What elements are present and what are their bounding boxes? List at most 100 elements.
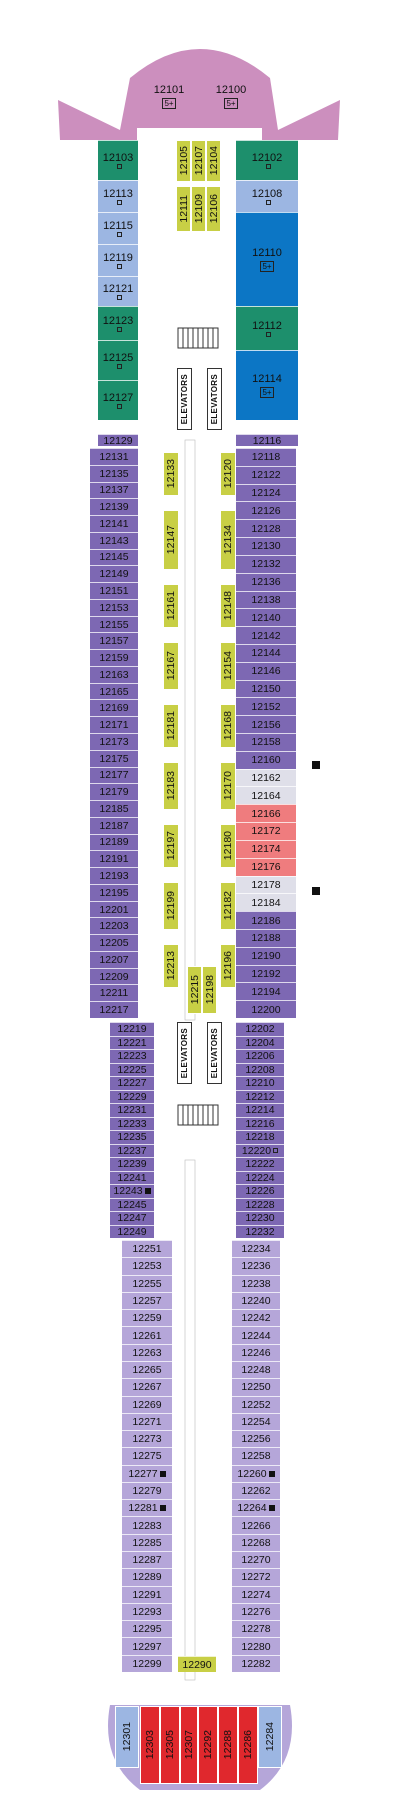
cabin-12103[interactable]: 12103 <box>98 140 138 180</box>
cabin-12118[interactable]: 12118 <box>236 448 296 466</box>
cabin-12145[interactable]: 12145 <box>90 548 138 566</box>
cabin-12253[interactable]: 12253 <box>122 1257 172 1275</box>
cabin-12281[interactable]: 12281 <box>122 1499 172 1517</box>
cabin-12208[interactable]: 12208 <box>236 1062 284 1076</box>
cabin-12182[interactable]: 12182 <box>220 882 236 930</box>
cabin-12173[interactable]: 12173 <box>90 733 138 750</box>
cabin-12106[interactable]: 12106 <box>206 186 221 232</box>
cabin-12225[interactable]: 12225 <box>110 1062 154 1076</box>
cabin-12268[interactable]: 12268 <box>232 1533 280 1552</box>
cabin-12138[interactable]: 12138 <box>236 590 296 609</box>
cabin-12236[interactable]: 12236 <box>232 1257 280 1275</box>
cabin-12243[interactable]: 12243 <box>110 1184 154 1198</box>
cabin-12226[interactable]: 12226 <box>236 1184 284 1198</box>
cabin-12209[interactable]: 12209 <box>90 967 138 985</box>
cabin-12231[interactable]: 12231 <box>110 1103 154 1117</box>
cabin-12227[interactable]: 12227 <box>110 1076 154 1090</box>
cabin-12135[interactable]: 12135 <box>90 464 138 482</box>
cabin-12156[interactable]: 12156 <box>236 715 296 733</box>
cabin-12127[interactable]: 12127 <box>98 380 138 420</box>
cabin-12217[interactable]: 12217 <box>90 1001 138 1018</box>
cabin-12279[interactable]: 12279 <box>122 1481 172 1500</box>
cabin-12288[interactable]: 12288 <box>218 1706 238 1784</box>
cabin-12246[interactable]: 12246 <box>232 1343 280 1361</box>
cabin-12207[interactable]: 12207 <box>90 950 138 968</box>
cabin-12307[interactable]: 12307 <box>180 1706 198 1784</box>
cabin-12284[interactable]: 12284 <box>258 1706 282 1768</box>
cabin-12112[interactable]: 12112 <box>236 306 298 350</box>
cabin-12107[interactable]: 12107 <box>191 140 206 182</box>
cabin-12104[interactable]: 12104 <box>206 140 221 182</box>
cabin-12125[interactable]: 12125 <box>98 340 138 380</box>
cabin-12143[interactable]: 12143 <box>90 531 138 549</box>
cabin-12278[interactable]: 12278 <box>232 1620 280 1638</box>
cabin-12124[interactable]: 12124 <box>236 483 296 502</box>
cabin-12152[interactable]: 12152 <box>236 697 296 716</box>
cabin-12280[interactable]: 12280 <box>232 1637 280 1655</box>
cabin-12214[interactable]: 12214 <box>236 1103 284 1117</box>
cabin-12276[interactable]: 12276 <box>232 1602 280 1621</box>
cabin-12203[interactable]: 12203 <box>90 917 138 935</box>
cabin-12175[interactable]: 12175 <box>90 749 138 767</box>
cabin-12130[interactable]: 12130 <box>236 537 296 555</box>
cabin-12100[interactable]: 12100 5+ <box>202 76 260 116</box>
cabin-12260[interactable]: 12260 <box>232 1464 280 1482</box>
cabin-12132[interactable]: 12132 <box>236 554 296 573</box>
cabin-12200[interactable]: 12200 <box>236 1000 296 1018</box>
cabin-12248[interactable]: 12248 <box>232 1360 280 1379</box>
cabin-12244[interactable]: 12244 <box>232 1326 280 1344</box>
cabin-12160[interactable]: 12160 <box>236 750 296 769</box>
cabin-12269[interactable]: 12269 <box>122 1395 172 1413</box>
cabin-12133[interactable]: 12133 <box>163 452 179 496</box>
cabin-12251[interactable]: 12251 <box>122 1240 172 1258</box>
cabin-12262[interactable]: 12262 <box>232 1481 280 1500</box>
cabin-12189[interactable]: 12189 <box>90 833 138 851</box>
cabin-12172[interactable]: 12172 <box>236 822 296 840</box>
cabin-12167[interactable]: 12167 <box>163 642 179 690</box>
cabin-12218[interactable]: 12218 <box>236 1130 284 1144</box>
cabin-12270[interactable]: 12270 <box>232 1551 280 1569</box>
cabin-12290[interactable]: 12290 <box>178 1656 216 1672</box>
cabin-12142[interactable]: 12142 <box>236 626 296 644</box>
cabin-12158[interactable]: 12158 <box>236 733 296 751</box>
cabin-12141[interactable]: 12141 <box>90 515 138 532</box>
cabin-12185[interactable]: 12185 <box>90 800 138 817</box>
cabin-12171[interactable]: 12171 <box>90 716 138 733</box>
cabin-12183[interactable]: 12183 <box>163 762 179 810</box>
cabin-12249[interactable]: 12249 <box>110 1224 154 1238</box>
cabin-12162[interactable]: 12162 <box>236 768 296 787</box>
cabin-12220[interactable]: 12220 <box>236 1143 284 1157</box>
cabin-12131[interactable]: 12131 <box>90 448 138 465</box>
cabin-12188[interactable]: 12188 <box>236 928 296 947</box>
cabin-12163[interactable]: 12163 <box>90 665 138 683</box>
cabin-12179[interactable]: 12179 <box>90 783 138 801</box>
cabin-12289[interactable]: 12289 <box>122 1568 172 1586</box>
cabin-12292[interactable]: 12292 <box>198 1706 218 1784</box>
cabin-12196[interactable]: 12196 <box>220 944 236 988</box>
cabin-12154[interactable]: 12154 <box>220 642 236 690</box>
cabin-12187[interactable]: 12187 <box>90 816 138 834</box>
cabin-12250[interactable]: 12250 <box>232 1378 280 1396</box>
cabin-12252[interactable]: 12252 <box>232 1395 280 1413</box>
cabin-12137[interactable]: 12137 <box>90 481 138 499</box>
cabin-12247[interactable]: 12247 <box>110 1211 154 1225</box>
cabin-12165[interactable]: 12165 <box>90 682 138 700</box>
cabin-12161[interactable]: 12161 <box>163 584 179 628</box>
cabin-12198[interactable]: 12198 <box>202 966 217 1014</box>
cabin-12136[interactable]: 12136 <box>236 572 296 591</box>
cabin-12287[interactable]: 12287 <box>122 1551 172 1569</box>
cabin-12195[interactable]: 12195 <box>90 883 138 901</box>
cabin-12263[interactable]: 12263 <box>122 1343 172 1361</box>
cabin-12113[interactable]: 12113 <box>98 180 138 212</box>
cabin-12122[interactable]: 12122 <box>236 465 296 484</box>
cabin-12301[interactable]: 12301 <box>115 1706 139 1768</box>
cabin-12297[interactable]: 12297 <box>122 1637 172 1655</box>
cabin-12241[interactable]: 12241 <box>110 1170 154 1184</box>
cabin-12111[interactable]: 12111 <box>176 186 191 232</box>
cabin-12121[interactable]: 12121 <box>98 276 138 306</box>
cabin-12123[interactable]: 12123 <box>98 306 138 340</box>
cabin-12126[interactable]: 12126 <box>236 501 296 520</box>
cabin-12291[interactable]: 12291 <box>122 1585 172 1603</box>
